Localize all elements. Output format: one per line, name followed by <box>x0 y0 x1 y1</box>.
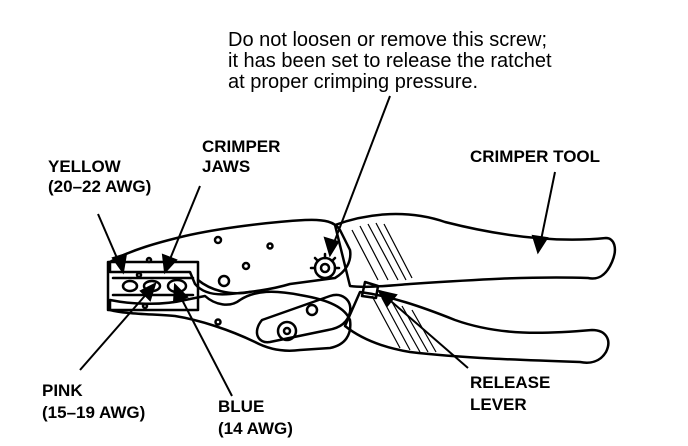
lower-handle <box>343 290 610 364</box>
label-yellow-gauge: (20–22 AWG) <box>48 177 152 196</box>
leader-pink <box>79 289 151 371</box>
die-block <box>106 260 200 312</box>
release-lever <box>360 280 380 300</box>
screw-note-line-2: it has been set to release the ratchet <box>228 50 552 72</box>
leader-jaws <box>167 185 201 265</box>
label-pink-gauge: (15–19 AWG) <box>42 403 146 422</box>
screw-note-line-3: at proper crimping pressure. <box>228 71 479 93</box>
leader-screw <box>331 95 391 249</box>
leader-release <box>384 295 469 369</box>
screw-note-line-1: Do not loosen or remove this screw; <box>228 29 548 51</box>
upper-jaw-body <box>108 218 352 296</box>
label-pink: PINK <box>42 381 83 400</box>
label-crimper-tool: CRIMPER TOOL <box>470 147 601 166</box>
leader-blue <box>177 291 233 397</box>
label-yellow: YELLOW <box>48 157 121 176</box>
upper-handle <box>333 212 617 289</box>
lower-jaw-body <box>108 290 352 352</box>
leader-crimper-tool <box>539 171 556 246</box>
label-blue: BLUE <box>218 397 265 416</box>
label-crimper-jaws-line-1: CRIMPER <box>202 137 281 156</box>
label-release-lever-line-2: LEVER <box>470 395 527 414</box>
label-crimper-jaws-line-2: JAWS <box>202 157 251 176</box>
label-release-lever-line-1: RELEASE <box>470 373 551 392</box>
link-plate <box>255 293 352 344</box>
label-blue-gauge: (14 AWG) <box>218 419 293 438</box>
